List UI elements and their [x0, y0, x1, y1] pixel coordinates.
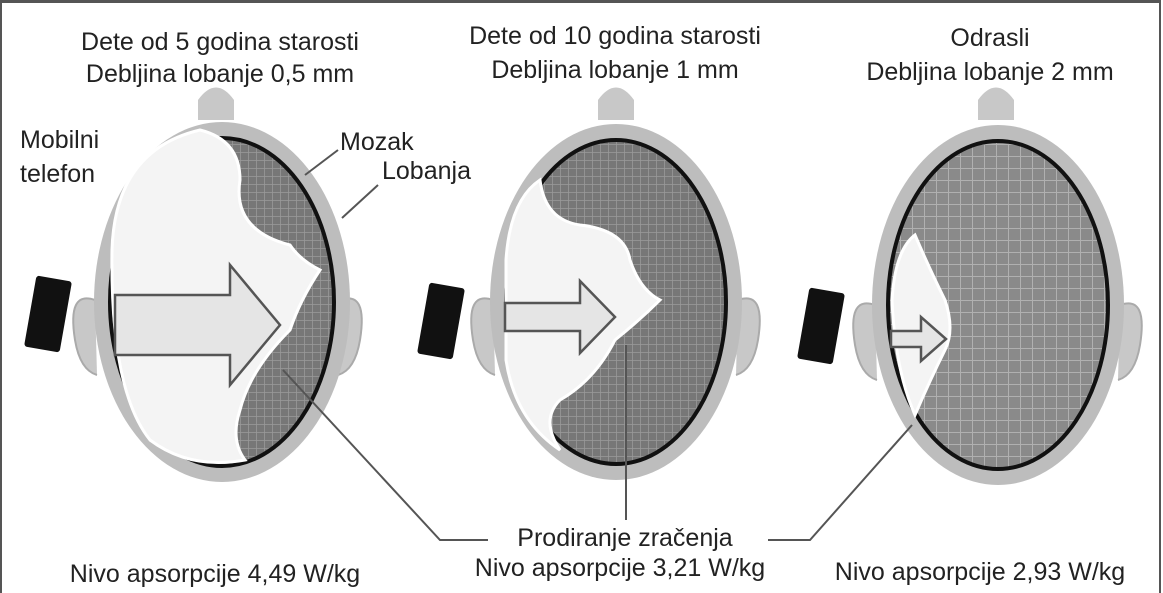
panel-2-title: Dete od 10 godina starosti — [410, 20, 820, 52]
panel-3-subtitle: Debljina lobanje 2 mm — [820, 56, 1160, 88]
skull-label: Lobanja — [382, 155, 471, 187]
skull-leader — [342, 185, 378, 218]
mobile-phone — [24, 275, 72, 352]
ear-left — [73, 298, 97, 375]
brain-leader — [305, 150, 338, 175]
nose — [198, 88, 234, 121]
mobile-phone — [417, 282, 465, 359]
mobile-phone — [797, 287, 845, 364]
head-adult — [797, 88, 1142, 486]
panel-3-title: Odrasli — [820, 22, 1160, 54]
panel-2-subtitle: Debljina lobanje 1 mm — [410, 54, 820, 86]
phone-label-line-2: telefon — [20, 158, 95, 190]
nose — [978, 88, 1014, 121]
penetration-label: Prodiranje zračenja — [460, 522, 790, 554]
panel-1-subtitle: Debljina lobanje 0,5 mm — [20, 58, 420, 90]
phone-label-line-1: Mobilni — [20, 124, 99, 156]
brain-label: Mozak — [340, 126, 414, 158]
panel-2-absorption: Nivo apsorpcije 3,21 W/kg — [420, 552, 820, 584]
nose — [598, 88, 634, 121]
panel-3-absorption: Nivo apsorpcije 2,93 W/kg — [800, 556, 1160, 588]
panel-1-title: Dete od 5 godina starosti — [20, 26, 420, 58]
panel-1-absorption: Nivo apsorpcije 4,49 W/kg — [15, 558, 415, 590]
head-child-10 — [417, 88, 760, 481]
